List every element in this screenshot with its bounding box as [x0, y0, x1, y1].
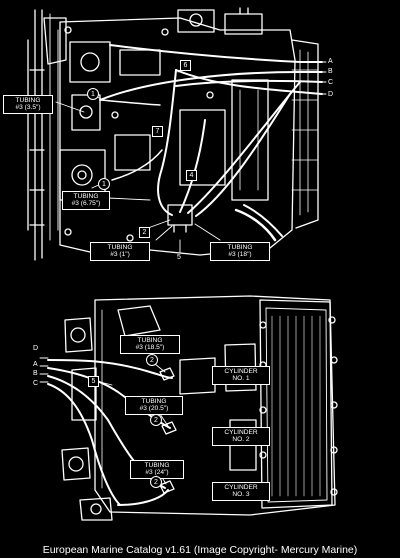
tubing-label-title: TUBING — [144, 462, 170, 469]
tubing-label-title: TUBING — [15, 97, 41, 104]
cylinder-label-title: CYLINDER — [224, 429, 258, 436]
tubing-label-20-5in: TUBING #3 (20.5") — [125, 396, 183, 415]
image-caption: European Marine Catalog v1.61 (Image Cop… — [42, 544, 358, 556]
top-engine-view — [27, 7, 327, 261]
tubing-label-title: TUBING — [107, 244, 133, 251]
callout-1-lower: 1 — [98, 178, 110, 190]
tubing-label-spec: #3 (3.5") — [15, 104, 41, 112]
tubing-label-spec: #3 (20.5") — [139, 405, 169, 413]
cylinder-label-title: CYLINDER — [224, 484, 258, 491]
callout-4: 4 — [186, 170, 197, 181]
tubing-label-spec: #3 (24") — [145, 469, 169, 477]
letter-a-bottom: A — [33, 361, 38, 368]
tubing-label-title: TUBING — [141, 398, 167, 405]
callout-7: 7 — [152, 126, 163, 137]
tubing-label-18-5in: TUBING #3 (18.5") — [120, 335, 180, 354]
bottom-engine-view — [39, 295, 338, 521]
callout-1-upper: 1 — [87, 88, 99, 100]
callout-2-cyl1: 2 — [146, 354, 158, 366]
letter-d-bottom: D — [33, 345, 39, 352]
engine-hose-routing-diagram — [27, 7, 338, 521]
tubing-label-title: TUBING — [137, 337, 163, 344]
callout-2-cyl3: 2 — [150, 476, 162, 488]
tubing-label-1in: TUBING #3 (1") — [90, 242, 150, 261]
callout-2: 2 — [139, 227, 150, 238]
letter-b: B — [328, 68, 333, 75]
callout-5: 5 — [177, 254, 181, 261]
tubing-label-6-75in: TUBING #3 (6.75") — [62, 191, 110, 210]
letter-b-bottom: B — [33, 370, 38, 377]
letter-d: D — [328, 91, 334, 98]
tubing-label-spec: #3 (18") — [228, 251, 252, 259]
letter-c: C — [328, 79, 334, 86]
tubing-label-spec: #3 (6.75") — [71, 200, 101, 208]
cylinder-label-number: NO. 3 — [232, 491, 250, 499]
cylinder-label-number: NO. 1 — [232, 375, 250, 383]
tubing-label-18in: TUBING #3 (18") — [210, 242, 270, 261]
cylinder-label-title: CYLINDER — [224, 368, 258, 375]
cylinder-label-number: NO. 2 — [232, 436, 250, 444]
callout-2-cyl2: 2 — [150, 414, 162, 426]
tubing-label-title: TUBING — [73, 193, 99, 200]
tubing-label-spec: #3 (1") — [110, 251, 130, 259]
tubing-label-spec: #3 (18.5") — [135, 344, 165, 352]
cylinder-2-label: CYLINDER NO. 2 — [212, 427, 270, 446]
tubing-label-title: TUBING — [227, 244, 253, 251]
letter-c-bottom: C — [33, 380, 39, 387]
letter-a: A — [328, 58, 333, 65]
cylinder-1-label: CYLINDER NO. 1 — [212, 366, 270, 385]
tubing-label-3-5in: TUBING #3 (3.5") — [3, 95, 53, 114]
callout-5-bottom: 5 — [88, 376, 99, 387]
cylinder-3-label: CYLINDER NO. 3 — [212, 482, 270, 501]
callout-6: 6 — [180, 60, 191, 71]
